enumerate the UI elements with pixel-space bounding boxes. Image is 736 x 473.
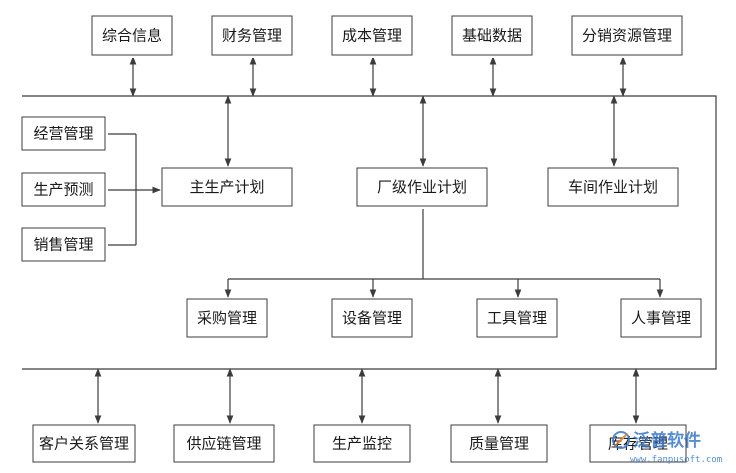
frame-line: [22, 95, 717, 370]
node-label: 分销资源管理: [582, 27, 672, 45]
top-row: 综合信息 财务管理 成本管理 基础数据 分销资源管理: [91, 15, 685, 58]
node-label: 厂级作业计划: [377, 178, 467, 196]
node-label: 销售管理: [33, 236, 93, 254]
node-finance: 财务管理: [211, 15, 295, 58]
node-label: 经营管理: [33, 125, 93, 143]
watermark: 泛普软件 www.fanpusoft.com: [612, 430, 722, 465]
connectors: [22, 56, 717, 424]
node-base-data: 基础数据: [451, 15, 535, 58]
node-cost: 成本管理: [331, 15, 415, 58]
node-workshop-plan: 车间作业计划: [547, 167, 681, 209]
node-quality: 质量管理: [450, 424, 550, 465]
node-hr: 人事管理: [620, 298, 704, 340]
node-general-info: 综合信息: [91, 15, 175, 58]
node-label: 生产监控: [332, 435, 392, 453]
watermark-logo-icon: [612, 431, 630, 449]
node-label: 成本管理: [342, 27, 402, 45]
node-label: 设备管理: [342, 309, 402, 327]
node-crm: 客户关系管理: [32, 424, 138, 465]
node-label: 质量管理: [469, 435, 529, 453]
plans-row: 主生产计划 厂级作业计划 车间作业计划: [161, 167, 681, 209]
departments-row: 采购管理 设备管理 工具管理 人事管理: [186, 298, 704, 340]
node-inventory: 库存管理: [589, 424, 689, 465]
node-label: 人事管理: [631, 309, 691, 327]
node-sales: 销售管理: [21, 227, 108, 264]
node-label: 客户关系管理: [39, 435, 129, 453]
node-label: 供应链管理: [186, 435, 261, 453]
node-factory-plan: 厂级作业计划: [356, 167, 490, 209]
node-monitoring: 生产监控: [313, 424, 413, 465]
node-business: 经营管理: [21, 116, 108, 153]
node-label: 生产预测: [33, 181, 93, 199]
node-purchasing: 采购管理: [186, 298, 270, 340]
node-label: 工具管理: [487, 309, 547, 327]
node-master-plan: 主生产计划: [161, 167, 295, 209]
node-label: 综合信息: [102, 27, 162, 45]
node-label: 财务管理: [222, 27, 282, 45]
node-equipment: 设备管理: [331, 298, 415, 340]
node-forecast: 生产预测: [21, 172, 108, 209]
node-label: 基础数据: [462, 27, 522, 45]
left-column: 经营管理 生产预测 销售管理: [21, 116, 108, 264]
node-tools: 工具管理: [476, 298, 560, 340]
bottom-row: 客户关系管理 供应链管理 生产监控 质量管理 库存管理: [32, 424, 689, 465]
node-label: 主生产计划: [189, 178, 264, 196]
node-distribution: 分销资源管理: [571, 15, 685, 58]
node-label: 车间作业计划: [568, 178, 658, 196]
node-label: 采购管理: [197, 309, 257, 327]
node-supply-chain: 供应链管理: [173, 424, 277, 465]
watermark-name: 泛普软件: [633, 430, 701, 451]
watermark-url: www.fanpusoft.com: [630, 455, 722, 465]
